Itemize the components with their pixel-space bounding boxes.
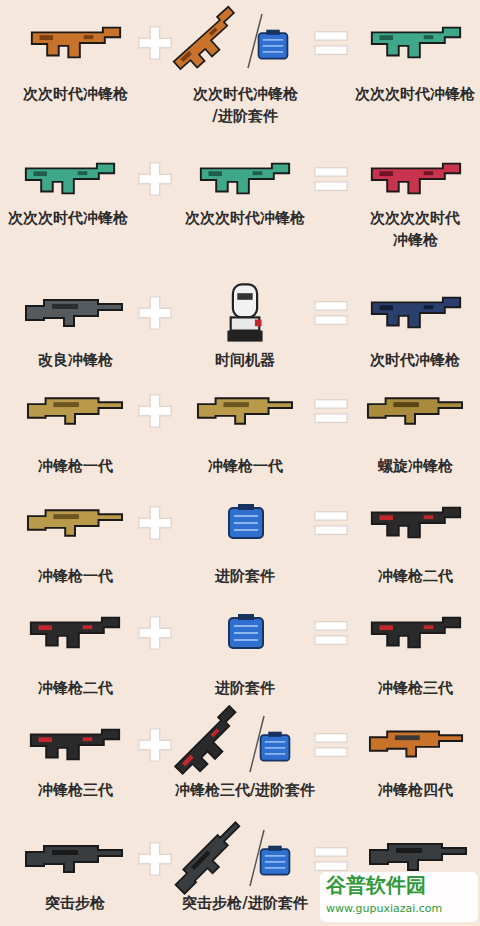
plus-sign: [139, 163, 171, 195]
item-label: 次时代冲锋枪: [340, 350, 480, 372]
item-label: 时间机器: [170, 350, 320, 372]
item-name: 次时代冲锋枪: [340, 350, 480, 372]
weapon-icon: [368, 398, 462, 423]
item-label: 螺旋冲锋枪: [340, 456, 480, 478]
watermark-panel: [320, 872, 478, 922]
item-label: 冲锋枪三代: [0, 780, 150, 802]
weapon-icon: [28, 510, 122, 535]
equals-sign: [315, 168, 347, 191]
equals-sign: [315, 400, 347, 423]
item-label: 冲锋枪三代: [340, 678, 480, 700]
item-name: 次次次时代冲锋枪: [170, 208, 320, 230]
item-name: 进阶套件: [170, 566, 320, 588]
kit-icon: [229, 504, 263, 538]
item-label: 突击步枪/进阶套件: [160, 893, 330, 915]
item-name: 冲锋枪三代: [340, 678, 480, 700]
weapon-icon: [172, 820, 250, 898]
item-label: 进阶套件: [170, 566, 320, 588]
weapon-icon: [372, 28, 460, 58]
weapon-icon: [31, 618, 119, 648]
weapon-icon: [372, 508, 460, 538]
item-label: 进阶套件: [170, 678, 320, 700]
weapon-icon: [26, 164, 114, 194]
item-name: 冲锋枪二代: [340, 566, 480, 588]
item-name: 冲锋枪三代: [0, 780, 150, 802]
item-name: 改良冲锋枪: [0, 350, 150, 372]
item-name: 冲锋枪一代: [170, 456, 320, 478]
item-label: 冲锋枪三代/进阶套件: [160, 780, 330, 802]
plus-sign: [139, 27, 171, 59]
equals-sign: [315, 302, 347, 325]
weapon-icon: [372, 298, 460, 328]
weapon-icon: [201, 164, 289, 194]
kit-icon: [261, 732, 290, 761]
item-name: 次次次时代冲锋枪: [340, 84, 480, 106]
equals-sign: [315, 32, 347, 55]
plus-sign: [139, 395, 171, 427]
item-name: 冲锋枪三代/进阶套件: [160, 780, 330, 802]
item-label: 突击步枪: [0, 893, 150, 915]
item-label: 次次时代冲锋枪: [0, 84, 150, 106]
item-name: 冲锋枪一代: [0, 456, 150, 478]
watermark-text: www.gupuxiazai.com: [326, 902, 442, 915]
item-label: 次次次次时代 冲锋枪: [368, 208, 463, 252]
item-label: 冲锋枪四代: [340, 780, 480, 802]
equals-sign: [315, 622, 347, 645]
weapon-icon: [31, 730, 119, 760]
item-label: 次次次时代冲锋枪: [170, 208, 320, 230]
item-label: 冲锋枪一代: [0, 566, 150, 588]
item-name: 突击步枪/进阶套件: [160, 893, 330, 915]
item-name: 冲锋枪四代: [340, 780, 480, 802]
item-label: 冲锋枪二代: [340, 566, 480, 588]
weapon-icon: [370, 844, 466, 870]
kit-icon: [261, 846, 290, 875]
weapon-icon: [28, 398, 122, 423]
item-name: 次次时代冲锋枪 /进阶套件: [188, 84, 303, 128]
equals-sign: [315, 734, 347, 757]
kit-icon: [229, 614, 263, 648]
item-name: 突击步枪: [0, 893, 150, 915]
plus-sign: [139, 297, 171, 329]
item-label: 改良冲锋枪: [0, 350, 150, 372]
item-name: 冲锋枪一代: [0, 566, 150, 588]
plus-sign: [139, 843, 171, 875]
weapon-icon: [372, 618, 460, 648]
time-machine-icon: [227, 284, 262, 341]
item-label: 冲锋枪二代: [0, 678, 150, 700]
item-label: 冲锋枪一代: [0, 456, 150, 478]
item-name: 螺旋冲锋枪: [340, 456, 480, 478]
item-label: 冲锋枪一代: [170, 456, 320, 478]
weapon-icon: [198, 398, 292, 423]
item-label: 次次次时代冲锋枪: [340, 84, 480, 106]
weapon-icon: [372, 164, 460, 194]
plus-sign: [139, 507, 171, 539]
item-label: 次次次时代冲锋枪: [0, 208, 143, 230]
plus-sign: [139, 729, 171, 761]
watermark-text: 谷普软件园: [326, 872, 426, 899]
weapon-icon: [32, 28, 120, 58]
operator-signs: [139, 27, 347, 875]
kit-icon: [259, 30, 288, 59]
item-name: 次次次时代冲锋枪: [0, 208, 143, 230]
weapon-icon: [171, 7, 246, 78]
weapon-icon: [370, 731, 462, 756]
item-name: 时间机器: [170, 350, 320, 372]
weapon-icon: [172, 706, 249, 783]
weapon-icon: [26, 300, 122, 326]
plus-sign: [139, 617, 171, 649]
weapon-icon: [26, 846, 122, 872]
item-label: 次次时代冲锋枪 /进阶套件: [188, 84, 303, 128]
item-name: 冲锋枪二代: [0, 678, 150, 700]
equals-sign: [315, 512, 347, 535]
item-name: 进阶套件: [170, 678, 320, 700]
equals-sign: [315, 848, 347, 871]
item-name: 次次次次时代 冲锋枪: [368, 208, 463, 252]
item-name: 次次时代冲锋枪: [0, 84, 150, 106]
